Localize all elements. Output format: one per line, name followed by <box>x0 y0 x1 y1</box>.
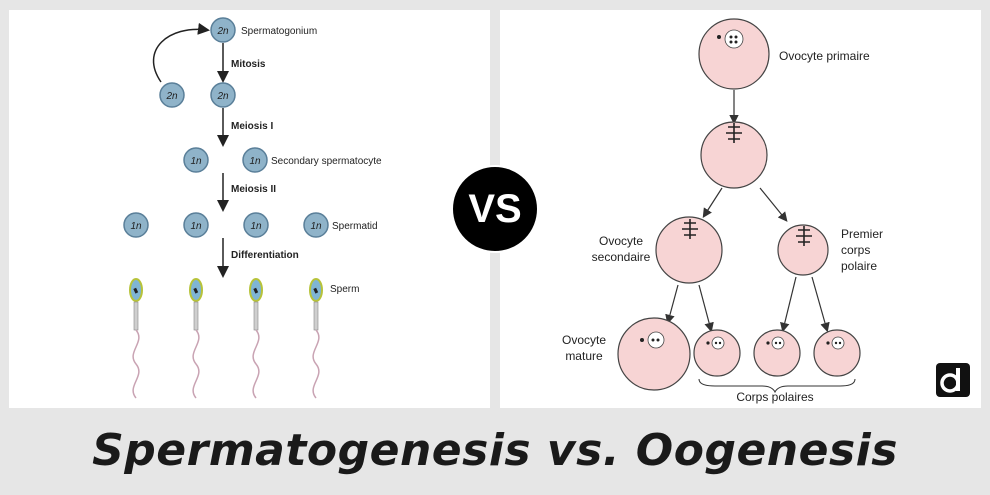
secondary-spermatocyte-cell: 1n <box>242 147 268 173</box>
vs-badge: VS <box>451 165 539 253</box>
mitosis-label: Mitosis <box>231 59 266 70</box>
polar-body-cell <box>813 329 861 377</box>
arrow <box>811 276 830 333</box>
sperm-cell <box>249 278 263 399</box>
ploidy-label: 1n <box>130 221 142 232</box>
spermatogonium-cell: 2n <box>210 17 236 43</box>
spermatid-label: Spermatid <box>332 221 378 232</box>
ploidy-label: 1n <box>249 156 261 167</box>
mature-ovocyte-cell <box>617 317 691 391</box>
d-logo-icon <box>936 363 970 397</box>
secondary-spermatocyte-label: Secondary spermatocyte <box>271 156 382 167</box>
differentiation-label: Differentiation <box>231 250 299 261</box>
ploidy-label: 2n <box>216 91 229 102</box>
sperm-cell <box>189 278 203 399</box>
secondary-ovocyte-label: Ovocyte <box>599 234 643 248</box>
polar-bodies-label: Corps polaires <box>736 390 813 404</box>
polar-body-label: Premier <box>841 227 883 241</box>
arrow <box>702 187 723 219</box>
spermatid-cell: 1n <box>123 212 149 238</box>
primary-ovocyte-label: Ovocyte primaire <box>779 49 870 63</box>
spermatid-cell: 1n <box>243 212 269 238</box>
sperm-label: Sperm <box>330 284 359 295</box>
arrow <box>780 276 797 333</box>
sperm-cell <box>129 278 143 399</box>
spermatid-cell: 1n <box>183 212 209 238</box>
polar-body-label: polaire <box>841 259 877 273</box>
ploidy-label: 1n <box>310 221 322 232</box>
secondary-ovocyte-label: secondaire <box>592 250 651 264</box>
sperm-cell <box>309 278 323 399</box>
page-title: Spermatogenesis vs. Oogenesis <box>92 425 898 476</box>
ploidy-label: 2n <box>216 26 229 37</box>
ploidy-label: 2n <box>165 91 178 102</box>
spermatid-cell: 1n <box>303 212 329 238</box>
secondary-spermatocyte-cell: 1n <box>183 147 209 173</box>
spermatogenesis-diagram: 2n Spermatogonium Mitosis 2n 2n Meiosis … <box>123 17 382 399</box>
first-polar-body-cell <box>777 224 829 276</box>
oogenesis-panel: Ovocyte primaire Ovocyte secondaire Prem… <box>500 10 981 408</box>
mature-ovocyte-label: Ovocyte <box>562 333 606 347</box>
polar-body-cell <box>693 329 741 377</box>
spermatogonium-label: Spermatogonium <box>241 26 317 37</box>
renewal-arrow <box>152 22 210 83</box>
oogenesis-diagram: Ovocyte primaire Ovocyte secondaire Prem… <box>562 18 883 404</box>
ploidy-label: 1n <box>250 221 262 232</box>
dividing-ovocyte-cell <box>700 121 768 189</box>
arrow <box>698 284 714 333</box>
arrow <box>759 187 788 222</box>
primary-ovocyte-cell <box>698 18 770 90</box>
spermatogenesis-panel: 2n Spermatogonium Mitosis 2n 2n Meiosis … <box>9 10 490 408</box>
arrow <box>665 284 679 325</box>
polar-body-cell <box>753 329 801 377</box>
polar-bodies-brace <box>698 378 856 394</box>
ploidy-label: 1n <box>190 221 202 232</box>
meiosis2-label: Meiosis II <box>231 184 276 195</box>
ploidy-label: 1n <box>190 156 202 167</box>
secondary-ovocyte-cell <box>655 216 723 284</box>
polar-body-label: corps <box>841 243 870 257</box>
mitosis-cell: 2n <box>159 82 185 108</box>
mature-ovocyte-label: mature <box>565 349 603 363</box>
mitosis-cell: 2n <box>210 82 236 108</box>
meiosis1-label: Meiosis I <box>231 121 273 132</box>
